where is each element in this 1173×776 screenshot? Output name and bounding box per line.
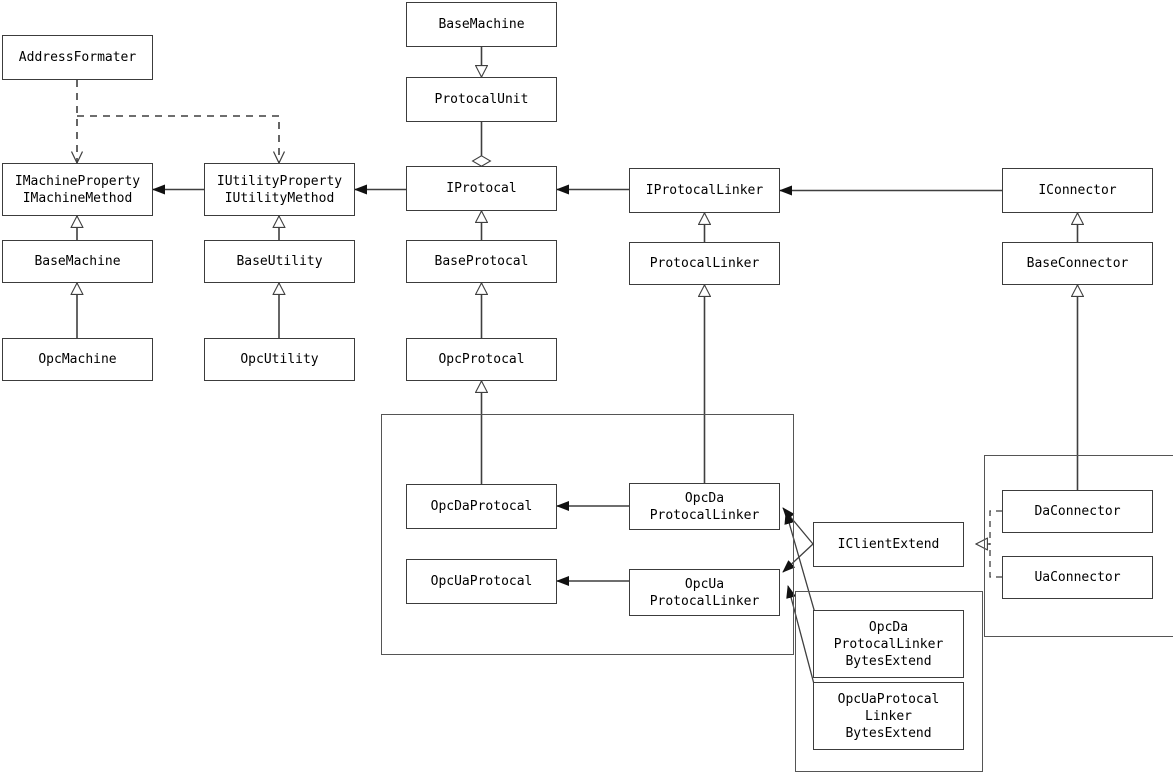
class-box-base-machine-top[interactable]: BaseMachine xyxy=(406,2,557,47)
group-connector-group xyxy=(984,455,1173,637)
class-box-iconnector[interactable]: IConnector xyxy=(1002,168,1153,213)
class-label-opc-da-protocal: OpcDaProtocal xyxy=(430,499,533,514)
class-label-base-utility: BaseUtility xyxy=(236,254,323,269)
class-label-iutility-property-method: IUtilityProperty IUtilityMethod xyxy=(216,173,343,206)
class-box-opc-machine[interactable]: OpcMachine xyxy=(2,338,153,381)
class-label-opc-ua-protocal: OpcUaProtocal xyxy=(430,574,533,589)
class-label-protocal-linker: ProtocalLinker xyxy=(649,256,760,271)
class-label-iclient-extend: IClientExtend xyxy=(837,537,940,552)
class-label-opc-ua-protocal-linker-bytes-extend: OpcUaProtocal Linker BytesExtend xyxy=(837,691,940,741)
class-box-opc-ua-protocal-linker[interactable]: OpcUa ProtocalLinker xyxy=(629,569,780,616)
class-box-address-formater[interactable]: AddressFormater xyxy=(2,35,153,80)
class-label-iprotocal: IProtocal xyxy=(446,181,517,196)
class-box-da-connector[interactable]: DaConnector xyxy=(1002,490,1153,533)
class-box-protocal-unit[interactable]: ProtocalUnit xyxy=(406,77,557,122)
class-box-iclient-extend[interactable]: IClientExtend xyxy=(813,522,964,567)
class-label-iconnector: IConnector xyxy=(1038,183,1117,198)
class-box-opc-da-protocal-linker[interactable]: OpcDa ProtocalLinker xyxy=(629,483,780,530)
class-label-ua-connector: UaConnector xyxy=(1034,570,1121,585)
class-label-address-formater: AddressFormater xyxy=(18,50,137,65)
class-label-opc-da-protocal-linker-bytes-extend: OpcDa ProtocalLinker BytesExtend xyxy=(833,619,944,669)
edge-addressformater-to-iutilityproperty xyxy=(77,115,279,163)
class-box-imachine-property-method[interactable]: IMachineProperty IMachineMethod xyxy=(2,163,153,216)
class-box-opc-ua-protocal-linker-bytes-extend[interactable]: OpcUaProtocal Linker BytesExtend xyxy=(813,682,964,750)
class-box-opc-utility[interactable]: OpcUtility xyxy=(204,338,355,381)
class-box-protocal-linker[interactable]: ProtocalLinker xyxy=(629,242,780,285)
class-label-opc-protocal: OpcProtocal xyxy=(438,352,525,367)
class-label-opc-da-protocal-linker: OpcDa ProtocalLinker xyxy=(649,490,760,523)
group-protocal-group xyxy=(381,414,794,655)
class-box-iutility-property-method[interactable]: IUtilityProperty IUtilityMethod xyxy=(204,163,355,216)
class-label-opc-ua-protocal-linker: OpcUa ProtocalLinker xyxy=(649,576,760,609)
class-label-opc-utility: OpcUtility xyxy=(240,352,319,367)
class-label-base-machine: BaseMachine xyxy=(34,254,121,269)
class-box-opc-da-protocal[interactable]: OpcDaProtocal xyxy=(406,484,557,529)
class-label-base-protocal: BaseProtocal xyxy=(434,254,529,269)
class-box-iprotocal[interactable]: IProtocal xyxy=(406,166,557,211)
class-box-opc-ua-protocal[interactable]: OpcUaProtocal xyxy=(406,559,557,604)
class-box-base-connector[interactable]: BaseConnector xyxy=(1002,242,1153,285)
class-box-iprotocal-linker[interactable]: IProtocalLinker xyxy=(629,168,780,213)
class-label-da-connector: DaConnector xyxy=(1034,504,1121,519)
class-box-base-utility[interactable]: BaseUtility xyxy=(204,240,355,283)
class-label-imachine-property-method: IMachineProperty IMachineMethod xyxy=(14,173,141,206)
class-box-base-machine[interactable]: BaseMachine xyxy=(2,240,153,283)
class-box-ua-connector[interactable]: UaConnector xyxy=(1002,556,1153,599)
class-box-base-protocal[interactable]: BaseProtocal xyxy=(406,240,557,283)
class-label-protocal-unit: ProtocalUnit xyxy=(434,92,529,107)
class-box-opc-da-protocal-linker-bytes-extend[interactable]: OpcDa ProtocalLinker BytesExtend xyxy=(813,610,964,678)
class-box-opc-protocal[interactable]: OpcProtocal xyxy=(406,338,557,381)
class-label-iprotocal-linker: IProtocalLinker xyxy=(645,183,764,198)
class-label-base-machine-top: BaseMachine xyxy=(438,17,525,32)
class-label-base-connector: BaseConnector xyxy=(1026,256,1129,271)
class-label-opc-machine: OpcMachine xyxy=(38,352,117,367)
